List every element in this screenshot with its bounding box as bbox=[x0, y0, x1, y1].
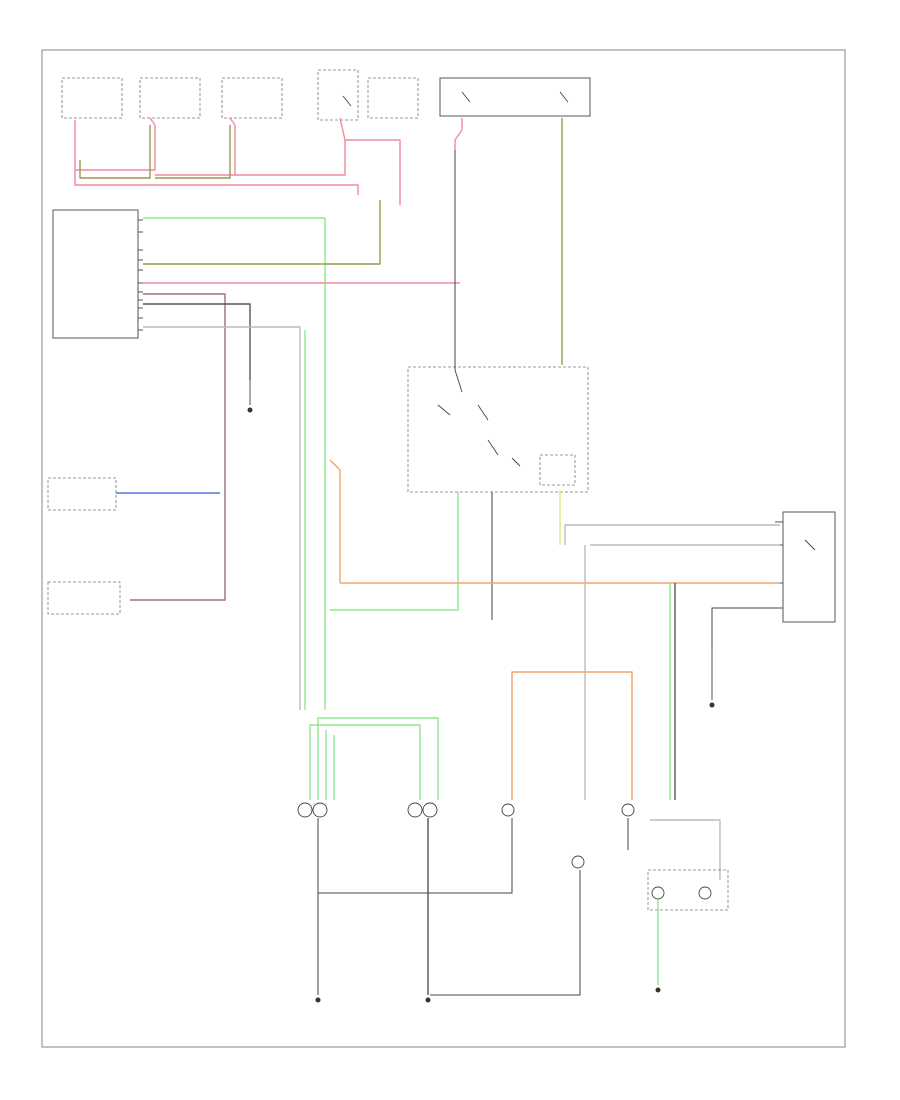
left-module-mid bbox=[47, 477, 117, 511]
control-module-box bbox=[52, 209, 139, 339]
brown-wire-module bbox=[130, 293, 226, 601]
left-module-low bbox=[47, 581, 121, 615]
diagram-frame bbox=[41, 49, 846, 1048]
right-switch-box bbox=[775, 511, 836, 623]
lgray-wire-module bbox=[143, 326, 301, 710]
green-wire-center bbox=[330, 492, 459, 611]
black-wire-lower-h bbox=[318, 818, 513, 894]
gray-wire-module bbox=[143, 303, 251, 380]
relay-assembly bbox=[407, 366, 589, 493]
lgray-wire-relay bbox=[564, 524, 780, 545]
module-pin-ticks bbox=[138, 219, 143, 331]
lgray-wire-lower-box bbox=[650, 819, 721, 880]
red-wire-top bbox=[74, 117, 463, 205]
green-wire-harness-2 bbox=[317, 717, 439, 800]
black-wire-lower-right bbox=[430, 870, 581, 996]
olive-wire-top bbox=[79, 125, 231, 179]
top-switch-group bbox=[61, 69, 591, 121]
ground-symbol-1 bbox=[247, 380, 253, 413]
ground-symbols-bottom bbox=[315, 987, 661, 1003]
lamp-group bbox=[297, 802, 712, 900]
lower-right-component bbox=[647, 869, 729, 911]
black-wire-right bbox=[711, 607, 780, 650]
green-wire-module bbox=[143, 217, 326, 710]
green-wire-harness-1 bbox=[309, 724, 421, 800]
ground-symbol-right bbox=[709, 650, 715, 708]
orange-wire-loop bbox=[511, 671, 633, 800]
olive-wire-module bbox=[143, 200, 381, 265]
orange-wire-vertical bbox=[329, 459, 341, 583]
